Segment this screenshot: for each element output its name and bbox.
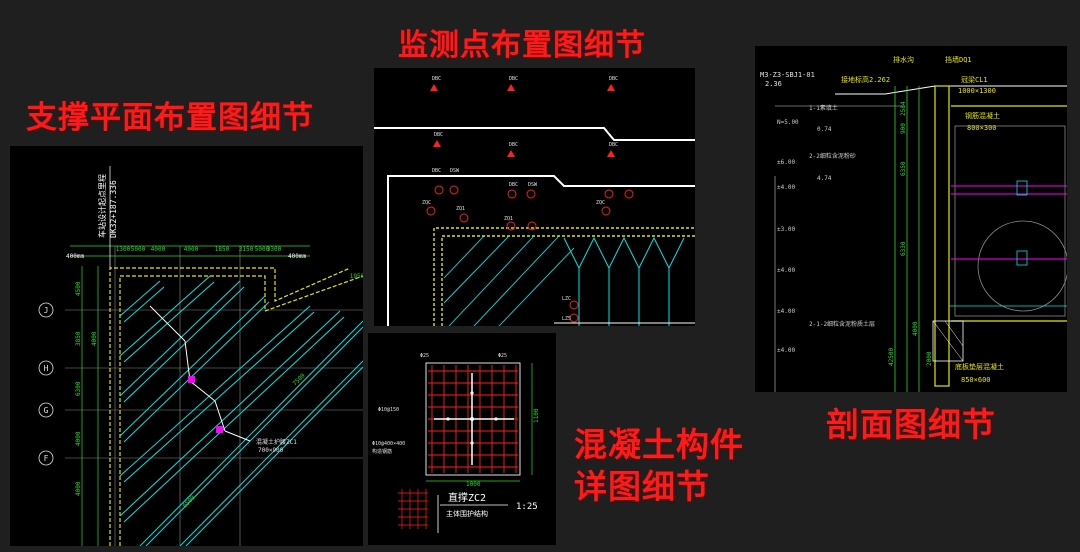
section-svg: M3-Z3-SBJ1-01 2.36 接地标高2.262 排水沟 挡墙DQ1 冠… — [760, 55, 1067, 392]
dim-400-right: 400mm — [288, 253, 306, 260]
rebar-note: 构造钢筋 — [372, 448, 392, 455]
left-dim: 6300 — [75, 381, 82, 396]
support-plan-drawing: J H G F 车站设计起点里程 DK32+187.336 1300 5000 … — [10, 146, 363, 546]
vertical-dim: 2584 — [900, 101, 907, 116]
top-dim: 5000 — [131, 246, 146, 253]
top-dim: 3300 — [267, 246, 282, 253]
point-label: ZQ1 — [504, 216, 513, 222]
station-label: 车站设计起点里程 — [97, 174, 107, 238]
height-dim: 1100 — [533, 408, 540, 423]
title-support-plan: 支撑平面布置图细节 — [26, 100, 314, 136]
monitoring-svg: DBC DBC DBC DBC DBC DBC DBC DBC DSW DSW … — [374, 76, 695, 326]
point-label: DSW — [528, 182, 538, 188]
point-label: ZQC — [422, 200, 431, 206]
drain-label: 排水沟 — [893, 55, 914, 64]
left-dim: 4000 — [91, 331, 98, 346]
top-dim: 4000 — [151, 246, 166, 253]
station-mileage: DK32+187.336 — [109, 180, 118, 238]
support-plan-svg: J H G F 车站设计起点里程 DK32+187.336 1300 5000 … — [38, 166, 363, 546]
top-dim: 3150 — [239, 246, 254, 253]
joint-marker — [188, 376, 195, 383]
dim-400-left: 400mm — [66, 253, 84, 260]
level: 0.74 — [817, 126, 832, 133]
scale-label: 1:25 — [516, 502, 538, 512]
level-top: 2.36 — [765, 80, 782, 88]
point-label: DBC — [509, 76, 518, 82]
corner-dim: 1950 — [350, 273, 363, 280]
axis-label-f: F — [44, 454, 49, 463]
ground-mark: 接地标高2.262 — [841, 75, 890, 84]
bottom-label: 底板垫层混凝土 — [955, 362, 1004, 371]
point-label: DBC — [609, 76, 618, 82]
point-label: DBC — [432, 168, 441, 174]
joint-marker — [216, 426, 223, 433]
level: 4.74 — [817, 175, 832, 182]
beam-size: 1000×1300 — [958, 87, 996, 95]
point-label: DBC — [509, 142, 518, 148]
vertical-dim: 6350 — [900, 161, 907, 176]
section-drawing: M3-Z3-SBJ1-01 2.36 接地标高2.262 排水沟 挡墙DQ1 冠… — [755, 46, 1067, 392]
member-size: 700×900 — [258, 447, 284, 454]
point-label: DBC — [434, 132, 443, 138]
beam-label: 冠梁CL1 — [961, 75, 988, 84]
point-label: DBC — [609, 142, 618, 148]
member-subtitle: 主体围护结构 — [446, 509, 488, 518]
rebar-mid-label: Φ10@150 — [378, 407, 399, 413]
left-dim: 4000 — [75, 431, 82, 446]
point-label: ZQ1 — [456, 206, 465, 212]
title-concrete-line2: 详图细节 — [574, 467, 710, 506]
title-monitoring: 监测点布置图细节 — [398, 28, 646, 63]
vertical-dim: 4000 — [912, 321, 919, 336]
level: ±4.00 — [777, 308, 795, 315]
title-concrete-line1: 混凝土构件 — [574, 425, 744, 464]
title-section: 剖面图细节 — [826, 405, 996, 444]
top-dim: 5000 — [255, 246, 270, 253]
point-label: DBC — [509, 182, 518, 188]
rebar-top-label-right: Φ25 — [498, 353, 507, 359]
point-label: LZ5 — [562, 316, 571, 322]
level: ±4.00 — [777, 347, 795, 354]
section-title-code: M3-Z3-SBJ1-01 — [760, 71, 815, 79]
member-name: 直撑ZC2 — [448, 491, 486, 504]
left-dim: 3850 — [75, 331, 82, 346]
concrete-detail-drawing: Φ25 Φ25 Φ10@150 Φ10@400×400 构造钢筋 1000 11… — [368, 333, 556, 545]
top-dim: 1300 — [116, 246, 131, 253]
vertical-dim: 6330 — [900, 241, 907, 256]
level: ±6.00 — [777, 159, 795, 166]
axis-label-h: H — [44, 364, 49, 373]
point-label: DSW — [450, 168, 460, 174]
level: ±3.00 — [777, 226, 795, 233]
axis-label-g: G — [44, 406, 49, 415]
top-dim: 4000 — [184, 246, 199, 253]
left-dim: 4500 — [75, 281, 82, 296]
member-label: 混凝土护腰ZC1 — [256, 438, 297, 446]
layer-note: 2-2细粒含泥粉砂 — [809, 152, 856, 160]
rebar-low-label: Φ10@400×400 — [372, 441, 405, 447]
level: N=5.00 — [777, 119, 799, 126]
vertical-dim: 900 — [900, 123, 907, 134]
point-label: DBC — [432, 76, 441, 82]
monitoring-drawing: DBC DBC DBC DBC DBC DBC DBC DBC DSW DSW … — [374, 68, 695, 326]
vertical-dim: 42500 — [888, 348, 895, 366]
level: ±4.00 — [777, 184, 795, 191]
bottom-size: 850×600 — [961, 376, 991, 384]
concrete-svg: Φ25 Φ25 Φ10@150 Φ10@400×400 构造钢筋 1000 11… — [372, 353, 540, 533]
layer-note: 1-1素填土 — [809, 104, 838, 112]
level: ±4.00 — [777, 267, 795, 274]
pipe-label: 挡墙DQ1 — [945, 55, 972, 64]
point-label: LZC — [562, 296, 571, 302]
left-dim: 4000 — [75, 481, 82, 496]
width-dim: 1000 — [466, 481, 481, 488]
axis-label-j: J — [44, 306, 49, 315]
rebar-top-label: Φ25 — [420, 353, 429, 359]
waist-size: 800×300 — [967, 124, 997, 132]
top-dim: 1850 — [215, 246, 230, 253]
vertical-dim: 2000 — [926, 351, 933, 366]
point-label: ZQC — [596, 200, 605, 206]
layer-note: 2-1-2细粒含泥粉质土层 — [809, 320, 875, 328]
waist-label: 钢筋混凝土 — [965, 111, 1000, 120]
